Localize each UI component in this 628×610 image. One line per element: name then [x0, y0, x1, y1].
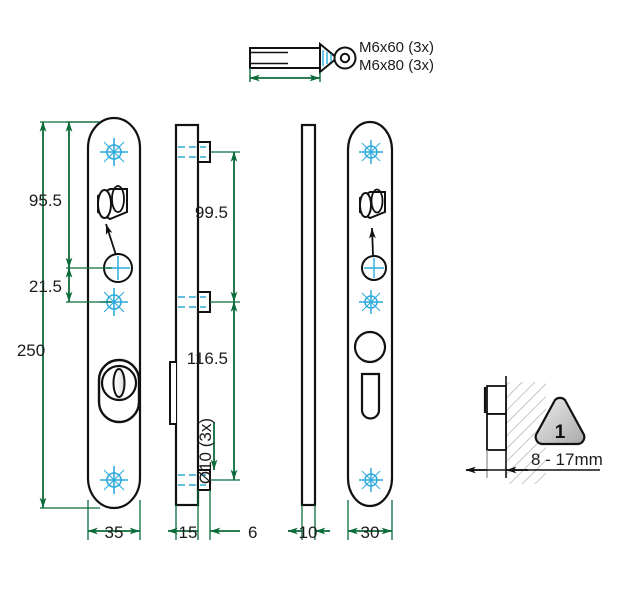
dimension-6-label: 6 — [248, 523, 257, 542]
edge-view — [300, 123, 317, 507]
handle-hole-right — [361, 255, 387, 281]
fastener-note-line2: M6x80 (3x) — [359, 57, 434, 74]
center-mark-bottom-right — [359, 468, 383, 492]
dimension-10: 10 — [287, 505, 330, 542]
dimension-15: 15 — [167, 490, 199, 542]
dimension-10-label: 10 — [299, 523, 318, 542]
fastener-note-line1: M6x60 (3x) — [359, 39, 434, 56]
dimension-35: 35 — [87, 500, 141, 542]
spindle-bushing-icon-right — [359, 188, 386, 220]
boss-bottom — [178, 469, 211, 491]
fastener-note-group: M6x60 (3x) M6x80 (3x) — [249, 39, 434, 82]
leader-line-right — [368, 227, 376, 256]
door-thickness-detail: 8 - 17mm 1 — [465, 376, 603, 484]
dimension-30: 30 — [347, 500, 393, 542]
edge-rib — [169, 361, 176, 425]
screw-icon — [249, 41, 357, 75]
front-view-left-plate — [86, 116, 142, 510]
center-mark-middle-right — [359, 290, 383, 314]
dimension-95-5-label: 95.5 — [29, 191, 62, 210]
dimension-99-5: 99.5 — [195, 151, 240, 303]
dimension-250: 250 — [17, 121, 100, 509]
center-mark-top — [100, 138, 128, 166]
leader-line — [105, 223, 117, 256]
dimension-99-5-label: 99.5 — [195, 203, 228, 222]
dimension-15-label: 15 — [179, 523, 198, 542]
dimension-21-5: 21.5 — [29, 267, 112, 303]
dimension-30-label: 30 — [361, 523, 380, 542]
step-badge: 1 — [534, 396, 586, 446]
spindle-bushing-icon — [97, 185, 128, 221]
dimension-21-5-label: 21.5 — [29, 277, 62, 296]
thumbturn-escutcheon — [97, 358, 141, 424]
fitting-lower — [486, 413, 507, 451]
euro-cylinder-cutout — [353, 330, 387, 420]
dimension-hole-diameter: Ø10 (3x) — [196, 418, 218, 484]
screw-length-dimension — [249, 68, 321, 82]
dimension-250-label: 250 — [17, 341, 45, 360]
boss-middle — [178, 291, 211, 313]
step-badge-number: 1 — [555, 422, 566, 443]
dimension-35-label: 35 — [105, 523, 124, 542]
dimension-116-5: 116.5 — [187, 301, 240, 481]
dimension-hole-diameter-label: Ø10 (3x) — [196, 418, 215, 484]
dimension-6: 6 — [209, 490, 257, 542]
front-view-right-plate — [346, 120, 394, 508]
center-mark-bottom — [100, 466, 128, 494]
door-thickness-label: 8 - 17mm — [531, 450, 603, 469]
center-mark-top-right — [359, 140, 383, 164]
dimension-116-5-label: 116.5 — [187, 349, 228, 368]
side-view-middle — [169, 123, 211, 507]
dimension-95-5: 95.5 — [29, 121, 112, 269]
fitting-upper — [486, 385, 507, 415]
